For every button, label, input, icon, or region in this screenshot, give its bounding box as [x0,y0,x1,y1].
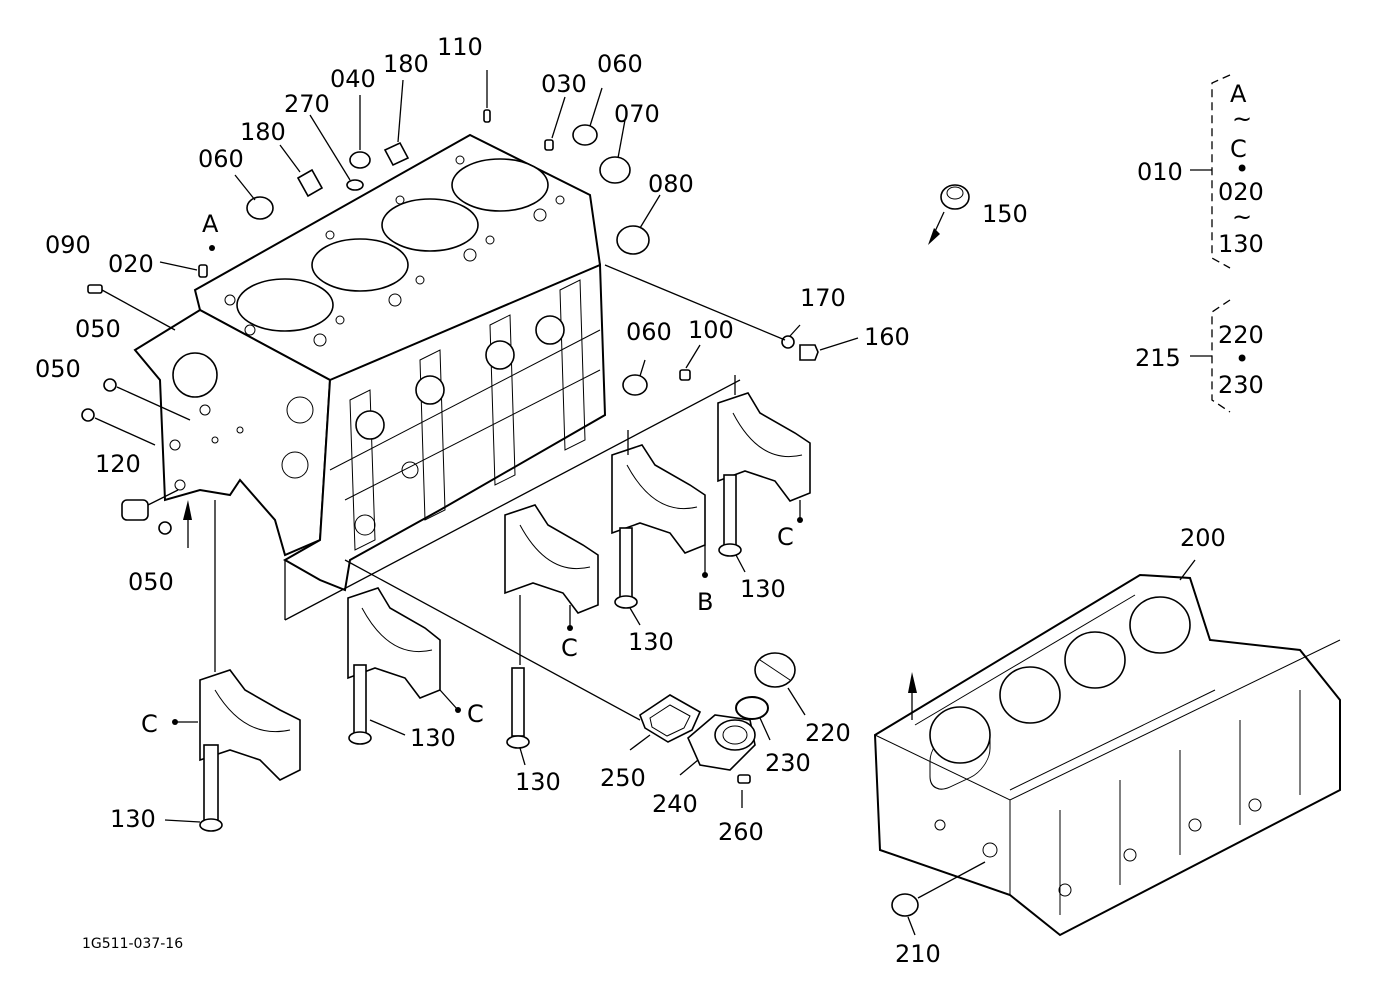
label-180-lower: 180 [240,118,286,146]
part-040 [349,95,371,169]
part-030 [544,96,566,151]
legend-215 [1190,299,1231,413]
legend-010-line-0: A [1230,80,1247,108]
label-100: 100 [688,316,734,344]
part-090 [87,284,176,331]
label-130-cap3: 130 [515,768,561,796]
legend-010-line-4: 020 [1218,178,1264,206]
label-050-middle: 050 [35,355,81,383]
label-130-rear: 130 [740,575,786,603]
part-150 [928,184,970,245]
label-250: 250 [600,764,646,792]
legend-215-code: 215 [1135,344,1181,372]
legend-010-code: 010 [1137,158,1183,186]
label-240: 240 [652,790,698,818]
label-030: 030 [541,70,587,98]
legend-010-line-1: ~ [1232,105,1252,133]
part-050-upper [103,378,191,421]
label-120: 120 [95,450,141,478]
label-160: 160 [864,323,910,351]
label-130-cap4: 130 [628,628,674,656]
filler-neck-240 [679,714,756,776]
label-050-upper: 050 [75,315,121,343]
label-130-front: 130 [110,805,156,833]
part-120 [121,489,179,521]
label-C-cap2: C [467,700,484,728]
label-150: 150 [982,200,1028,228]
part-060-top-right [572,87,603,146]
part-100 [679,344,701,381]
label-220: 220 [805,719,851,747]
part-180-lower [279,144,324,198]
part-050-lower [158,521,172,535]
legend-010 [1190,74,1231,269]
figure-code: 1G511-037-16 [82,936,183,952]
label-130-cap2: 130 [410,724,456,752]
label-B: B [697,588,713,616]
part-180-upper [383,79,410,167]
legend-010-line-3: • [1235,155,1249,183]
label-C-cap3: C [561,634,578,662]
callout-labels: 110 180 040 030 060 070 270 180 060 080 … [35,33,1264,968]
bearing-cap-2 [347,587,441,745]
label-C-rear: C [777,523,794,551]
cylinder-block [133,133,607,592]
crankcase-200 [873,559,1341,937]
label-040: 040 [330,65,376,93]
bearing-cap-rear [717,392,811,557]
part-170-160 [604,264,859,361]
legend-010-line-2: C [1230,135,1247,163]
label-270: 270 [284,90,330,118]
part-060-right [622,359,648,396]
label-080: 080 [648,170,694,198]
bolt-260 [737,774,751,808]
label-060-top-right: 060 [597,50,643,78]
label-C-front: C [141,710,158,738]
label-020: 020 [108,250,154,278]
label-050-lower: 050 [128,568,174,596]
legend-010-line-6: 130 [1218,230,1264,258]
part-080 [616,194,661,255]
label-230: 230 [765,749,811,777]
legend-215-line-1: • [1235,345,1249,373]
part-060-top-left [234,174,274,220]
legend-215-line-0: 220 [1218,321,1264,349]
part-070 [599,119,631,184]
label-060-right: 060 [626,318,672,346]
part-270 [309,114,364,191]
plug-210 [891,861,986,936]
label-060-top-left: 060 [198,145,244,173]
legend-215-line-2: 230 [1218,371,1264,399]
bearing-cap-3 [504,504,599,749]
oring-230 [735,696,771,741]
label-090: 090 [45,231,91,259]
label-200: 200 [1180,524,1226,552]
legend-010-line-5: ~ [1232,203,1252,231]
part-020 [159,261,208,278]
part-050-middle [81,408,156,446]
label-A: A [202,210,219,238]
bearing-cap-front [199,669,301,832]
bearing-cap-4 [611,444,706,609]
label-110: 110 [437,33,483,61]
gasket-250 [629,694,702,751]
label-070: 070 [614,100,660,128]
cap-220 [754,652,806,716]
label-180-upper: 180 [383,50,429,78]
label-170: 170 [800,284,846,312]
label-210: 210 [895,940,941,968]
label-260: 260 [718,818,764,846]
part-110 [483,70,491,123]
